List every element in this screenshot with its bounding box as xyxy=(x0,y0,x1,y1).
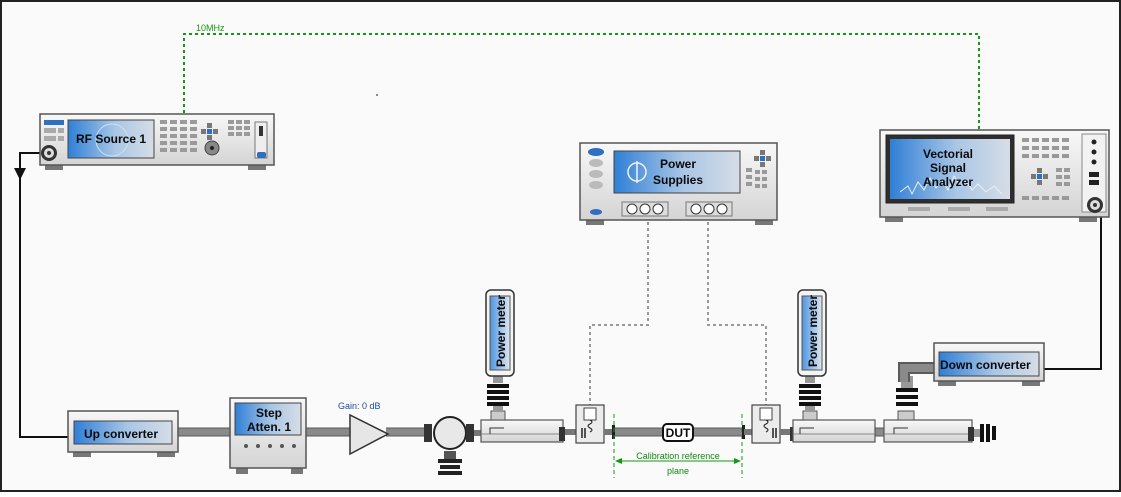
up-converter-box[interactable]: Up converter xyxy=(67,410,179,457)
calibration-label-1: Calibration reference xyxy=(636,451,720,461)
bias-line-input xyxy=(589,222,649,407)
reference-10mhz-line xyxy=(183,33,980,130)
down-converter-box[interactable]: Down converter xyxy=(933,342,1045,386)
step-attenuator-box[interactable]: Step Atten. 1 xyxy=(229,397,307,474)
down-converter-feed-cable xyxy=(898,362,936,382)
coupler-left[interactable] xyxy=(480,410,565,443)
power-meter-left-label: Power meter xyxy=(494,295,508,367)
power-meter-left[interactable]: Power meter xyxy=(485,289,515,412)
power-meter-right-label: Power meter xyxy=(806,295,820,367)
power-supplies-label-2: Supplies xyxy=(653,173,703,187)
vsa-label-3: Analyzer xyxy=(923,175,973,189)
power-supplies-instrument[interactable]: Power Supplies xyxy=(579,142,778,225)
bias-tee-input[interactable] xyxy=(565,404,615,444)
dut-label: DUT xyxy=(666,426,691,440)
coupler-right[interactable] xyxy=(790,410,876,443)
gain-label: Gain: 0 dB xyxy=(338,401,381,411)
step-atten-label-2: Atten. 1 xyxy=(247,420,291,434)
signal-analyzer-instrument[interactable]: Vectorial Signal Analyzer xyxy=(879,129,1110,222)
power-meter-right[interactable]: Power meter xyxy=(797,289,827,412)
bias-line-output xyxy=(707,222,767,407)
rf-source-label: RF Source 1 xyxy=(76,132,146,146)
dut-component[interactable]: DUT xyxy=(662,423,694,442)
bias-tee-output[interactable] xyxy=(742,404,792,444)
vsa-label-1: Vectorial xyxy=(923,147,973,161)
calibration-reference-marker: Calibration reference plane xyxy=(613,414,743,478)
up-converter-label: Up converter xyxy=(84,427,158,441)
stray-dot xyxy=(376,94,378,96)
amplifier-symbol[interactable] xyxy=(349,413,390,456)
reference-label: 10MHz xyxy=(196,23,225,33)
isolator-component[interactable] xyxy=(424,416,482,475)
step-atten-label-1: Step xyxy=(256,406,282,420)
power-supplies-label-1: Power xyxy=(660,157,696,171)
calibration-label-2: plane xyxy=(667,466,689,476)
rf-cable-to-upconverter xyxy=(19,152,70,438)
down-converter-label: Down converter xyxy=(940,358,1031,372)
rf-source-instrument[interactable]: RF Source 1 xyxy=(39,113,275,170)
signal-direction-arrow xyxy=(14,168,26,180)
vsa-label-2: Signal xyxy=(930,161,966,175)
